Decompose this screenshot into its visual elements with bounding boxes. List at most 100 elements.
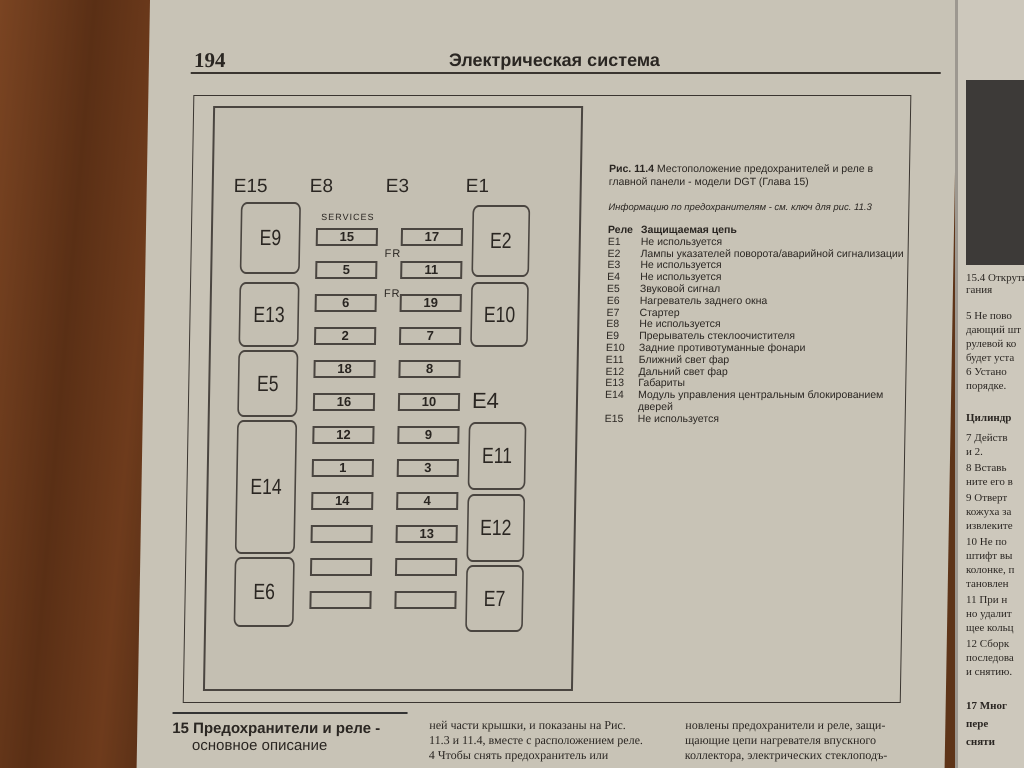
body-column-2: ней части крышки, и показаны на Рис.11.3… <box>429 718 644 763</box>
relay-box: E6 <box>233 557 295 627</box>
body-line: новлены предохранители и реле, защи- <box>685 718 886 732</box>
section-rule <box>172 712 408 714</box>
facing-page-line: будет уста <box>966 352 1015 364</box>
relay-box: E14 <box>234 420 298 554</box>
fr-label: FR <box>384 248 402 260</box>
fuse: 14 <box>311 492 374 510</box>
facing-page-line: и 2. <box>966 446 983 458</box>
legend-relay: E1 <box>607 235 621 248</box>
relay-label: E1 <box>465 176 490 197</box>
legend-relay: E11 <box>605 353 624 366</box>
facing-page-line: колонке, п <box>966 564 1015 576</box>
facing-page-line: но удалит <box>966 608 1012 620</box>
spare-fuse-slot <box>309 591 372 609</box>
facing-page-line: ните его в <box>966 476 1013 488</box>
legend-row: E14 Модуль управления центральным блокиро… <box>604 389 918 414</box>
fuse: 9 <box>397 426 460 444</box>
legend-row: E5 Звуковой сигнал <box>606 282 920 296</box>
spare-fuse-slot <box>310 525 373 543</box>
fuse: 6 <box>314 294 377 312</box>
fuse: 1 <box>311 459 374 477</box>
header-rule <box>190 72 941 74</box>
facing-page-line: штифт вы <box>966 550 1013 562</box>
facing-page-line: тановлен <box>966 578 1009 590</box>
body-column-3: новлены предохранители и реле, защи-щающ… <box>685 718 888 763</box>
fuse: 3 <box>396 459 459 477</box>
spare-fuse-slot <box>394 591 457 609</box>
fuse: 19 <box>399 294 462 312</box>
fr-label: FR <box>383 288 401 300</box>
fuse: 17 <box>400 228 464 246</box>
facing-page-line: 9 Отверт <box>966 492 1008 504</box>
fuse: 5 <box>315 261 378 279</box>
fuse: 18 <box>313 360 376 378</box>
fuse: 13 <box>395 525 458 543</box>
relay-label: E4 <box>471 388 500 413</box>
facing-page-line: 17 Мног <box>966 700 1007 712</box>
legend-relay: E10 <box>605 341 625 354</box>
legend-circuit: Нагреватель заднего окна <box>639 294 768 307</box>
fuse: 8 <box>398 360 461 378</box>
facing-page-line: порядке. <box>966 380 1007 392</box>
legend-circuit: Модуль управления центральным блокирован… <box>637 389 884 413</box>
facing-page-line: пере <box>966 718 989 730</box>
caption-label: Рис. 11.4 <box>608 163 655 175</box>
relay-box: E11 <box>467 422 527 490</box>
fuse: 2 <box>313 327 377 345</box>
relay-label: E8 <box>309 176 334 197</box>
legend-circuit: Ближний свет фар <box>638 353 730 366</box>
body-line: 4 Чтобы снять предохранитель или <box>428 748 609 762</box>
services-label: SERVICES <box>321 212 375 222</box>
facing-page-line: 7 Действ <box>966 432 1008 444</box>
facing-page-line: и снятию. <box>966 666 1013 678</box>
facing-page-line: сняти <box>966 736 995 748</box>
legend-relay: E15 <box>604 412 624 425</box>
spare-fuse-slot <box>394 558 458 576</box>
facing-page-line: гания <box>966 284 993 296</box>
facing-page-line: Цилиндр <box>966 412 1012 424</box>
facing-page-line: 11 При н <box>966 594 1008 606</box>
facing-page-line: 5 Не пово <box>966 310 1012 322</box>
facing-page-line: щее кольц <box>966 622 1014 634</box>
legend-relay: E5 <box>606 282 620 295</box>
relay-label: E15 <box>233 176 268 197</box>
relay-box: E2 <box>471 205 531 277</box>
legend-row: E11 Ближний свет фар <box>605 353 919 367</box>
facing-page-line: 6 Устано <box>966 366 1007 378</box>
fuse: 16 <box>312 393 376 411</box>
figure-caption: Рис. 11.4 Местоположение предохранителей… <box>609 163 909 189</box>
fuse: 4 <box>396 492 459 510</box>
legend-row: E10 Задние противотуманные фонари <box>605 341 919 355</box>
relay-box: E12 <box>466 494 526 562</box>
facing-page-line: дающий шт <box>966 324 1021 336</box>
relay-label: E3 <box>385 176 410 197</box>
body-line: ней части крышки, и показаны на Рис. <box>429 718 626 732</box>
legend-circuit: Звуковой сигнал <box>639 282 721 295</box>
fuse: 11 <box>400 261 463 279</box>
fuse: 7 <box>398 327 462 345</box>
legend-relay: E14 <box>604 389 624 402</box>
body-line: 11.3 и 11.4, вместе с расположением реле… <box>428 733 644 747</box>
spare-fuse-slot <box>309 558 373 576</box>
figure-info: Информацию по предохранителям - см. ключ… <box>608 202 872 213</box>
section-title: 15 Предохранители и реле - <box>172 720 381 737</box>
facing-page-line: рулевой ко <box>966 338 1017 350</box>
relay-box: E5 <box>237 350 299 417</box>
facing-page-line: 15.4 Открути <box>966 272 1024 284</box>
fuse: 12 <box>312 426 375 444</box>
fuse: 15 <box>315 228 379 246</box>
facing-page-line: последова <box>966 652 1014 664</box>
page-number: 194 <box>193 48 226 72</box>
relay-box: E13 <box>238 282 300 347</box>
facing-page-line: 10 Не по <box>966 536 1007 548</box>
fuse: 10 <box>397 393 461 411</box>
legend-circuit: Задние противотуманные фонари <box>638 341 806 354</box>
facing-page-line: 12 Сборк <box>966 638 1010 650</box>
